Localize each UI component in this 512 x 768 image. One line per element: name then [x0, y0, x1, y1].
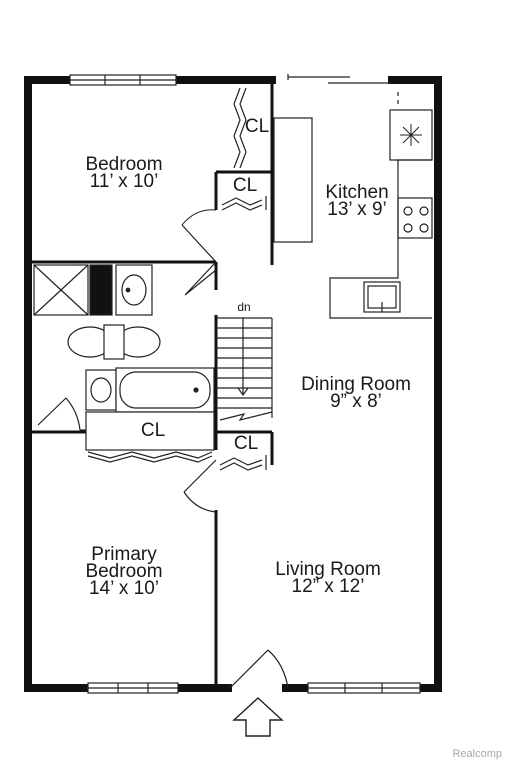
closet-label-hall-bottom: CL	[233, 433, 259, 454]
bedroom-closet	[233, 87, 247, 169]
stairs	[216, 317, 273, 421]
room-label-primary-bedroom: Primary Bedroom 14’ x 10’	[85, 544, 163, 599]
room-name-line2: Bedroom	[85, 561, 163, 582]
room-dimensions: 14’ x 10’	[88, 578, 160, 599]
bathroom-door	[37, 397, 86, 431]
watermark: Realcomp	[452, 748, 502, 760]
bathroom-fixtures	[33, 264, 215, 463]
closet-label-bedroom: CL	[244, 116, 270, 137]
room-name: Dining Room	[301, 374, 411, 395]
windows	[69, 74, 421, 694]
primary-bedroom-door	[183, 459, 217, 513]
room-label-kitchen: Kitchen 13’ x 9’	[325, 182, 389, 220]
room-dimensions: 13’ x 9’	[327, 199, 387, 220]
room-dimensions: 11’ x 10’	[89, 171, 159, 192]
room-dimensions: 9” x 8’	[330, 391, 382, 412]
room-label-dining: Dining Room 9” x 8’	[301, 374, 411, 412]
room-dimensions: 12” x 12’	[291, 576, 365, 597]
entry-door	[229, 649, 289, 689]
hall-closet-top	[221, 196, 267, 211]
room-name: Kitchen	[325, 182, 389, 203]
closet-label-hall-top: CL	[232, 175, 258, 196]
room-name: Living Room	[275, 559, 381, 580]
room-label-living: Living Room 12” x 12’	[275, 559, 381, 597]
hall-closet-bottom	[219, 455, 267, 471]
room-label-bedroom: Bedroom 11’ x 10’	[85, 154, 163, 192]
bedroom-door	[181, 209, 217, 296]
entry-arrow	[232, 697, 284, 737]
room-name-line1: Primary	[91, 544, 157, 565]
kitchen-fixtures	[273, 92, 433, 319]
room-name: Bedroom	[85, 154, 163, 175]
stairs-down-label: dn	[237, 300, 251, 314]
closet-label-bath: CL	[140, 420, 166, 441]
interior-walls	[28, 80, 274, 688]
sliding-door	[287, 74, 392, 84]
exterior-walls	[24, 76, 442, 692]
